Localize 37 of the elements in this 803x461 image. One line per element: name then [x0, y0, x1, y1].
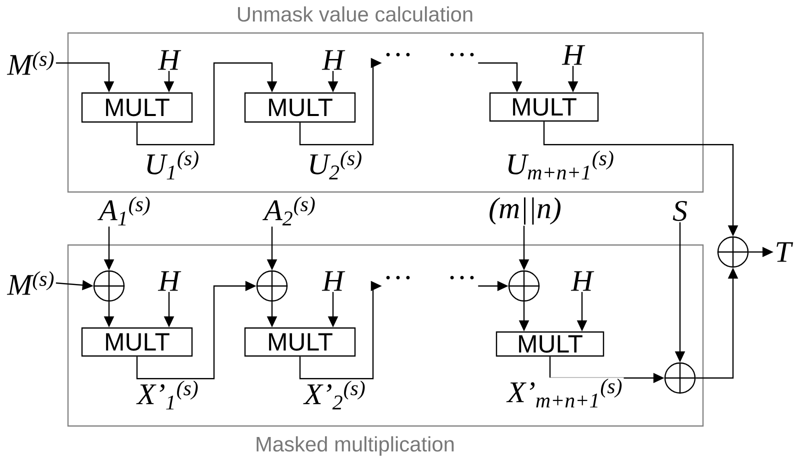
- group-heading: Masked multiplication: [256, 436, 454, 456]
- signal-label: S: [672, 200, 687, 222]
- edge-label: U$_{m+n+1}$(s): [504, 150, 616, 180]
- arrow: [136, 62, 278, 146]
- mult-box: MULT: [244, 92, 356, 123]
- xor-symbol: [92, 270, 126, 302]
- edge-label: X’$_{2}$(s): [303, 380, 367, 410]
- signal-label: H: [158, 271, 182, 291]
- xor-symbol: [716, 236, 750, 268]
- edge-label: X’$_{m+n+1}$(s): [506, 378, 624, 408]
- ellipsis: ···: [386, 52, 410, 56]
- mult-box: MULT: [81, 92, 193, 123]
- edge-label: U$_{1}$(s): [143, 150, 201, 180]
- mult-box: MULT: [81, 327, 193, 357]
- signal-label: (m||n): [490, 197, 561, 225]
- signal-label: T: [776, 242, 794, 262]
- edge-label: X’$_{1}$(s): [136, 380, 200, 410]
- signal-label: H: [158, 50, 182, 70]
- xor-symbol: [508, 270, 540, 302]
- mult-box: MULT: [489, 92, 599, 122]
- signal-label: H: [570, 271, 594, 291]
- signal-label: H: [322, 50, 346, 70]
- signal-label: M$^{(s)}$: [6, 271, 54, 295]
- ellipsis: ···: [450, 276, 474, 280]
- ellipsis: ···: [386, 276, 410, 280]
- xor-symbol: [664, 362, 696, 394]
- mult-box: MULT: [244, 327, 356, 357]
- signal-label: H: [322, 271, 346, 291]
- signal-label: A$_{1}$(s): [97, 196, 150, 226]
- group-heading: Unmask value calculation: [238, 6, 472, 22]
- signal-label: M$^{(s)}$: [6, 51, 54, 75]
- signal-label: A$_{2}$(s): [262, 196, 315, 226]
- mult-box: MULT: [496, 331, 604, 357]
- xor-symbol: [256, 270, 288, 302]
- signal-label: H: [562, 45, 586, 65]
- ellipsis: ···: [450, 52, 474, 56]
- edge-label: U$_{2}$(s): [306, 150, 364, 180]
